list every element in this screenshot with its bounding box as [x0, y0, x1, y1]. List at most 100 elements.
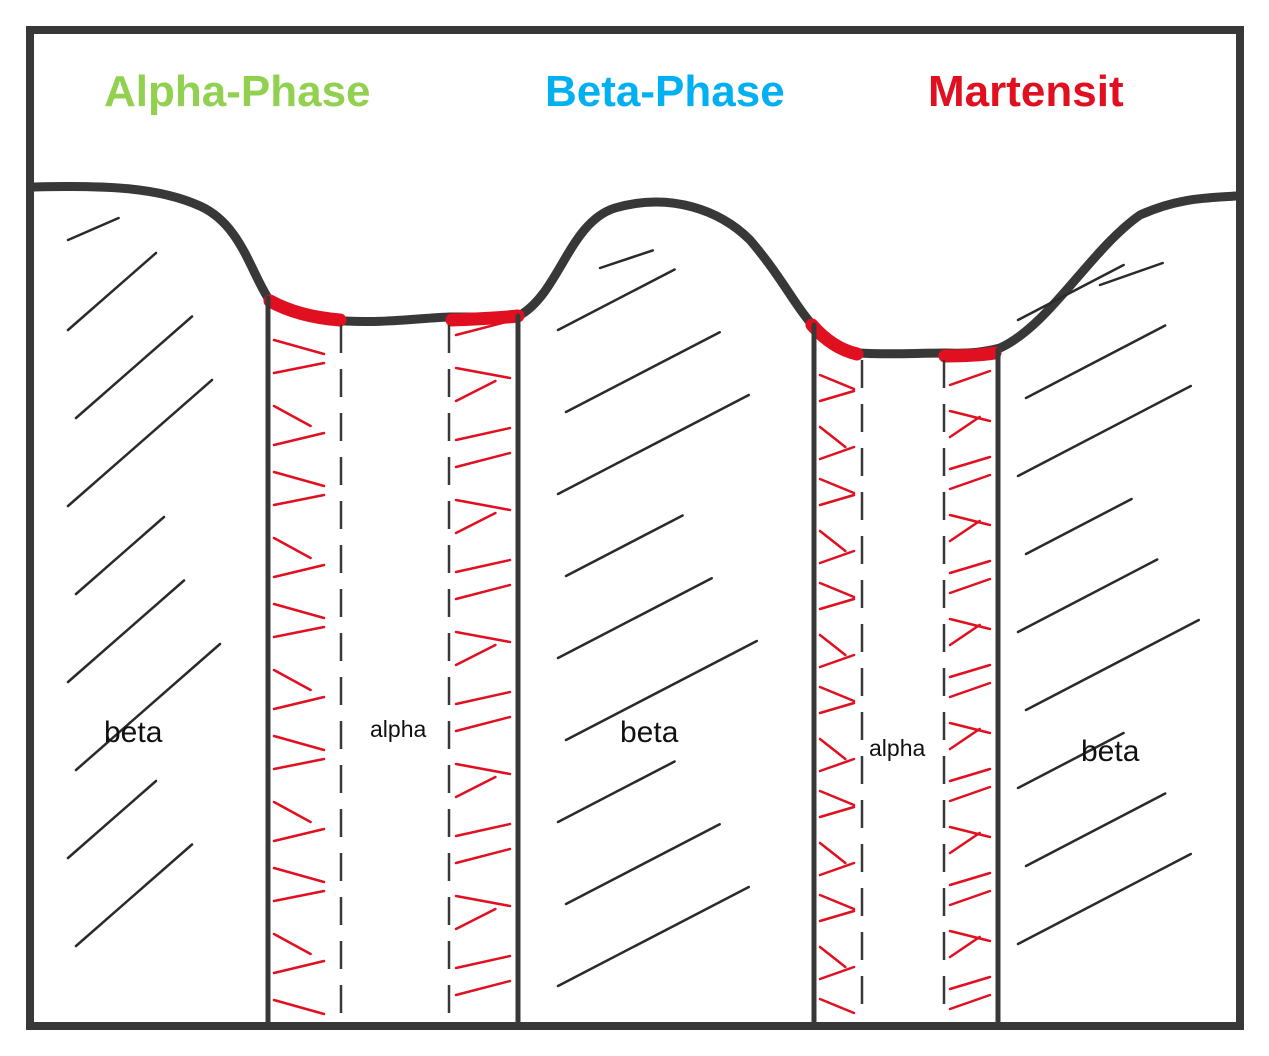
martensite-needle: [818, 965, 856, 981]
martensite-needle: [948, 663, 992, 679]
martensite-needle: [948, 889, 992, 907]
martensite-needle: [818, 861, 856, 877]
martensite-needle: [818, 373, 856, 391]
martensite-interfaces: [339, 325, 946, 1020]
hatch-line: [74, 315, 194, 420]
hatch-line: [1024, 618, 1201, 712]
hatch-line: [564, 639, 759, 742]
martensite-needle: [454, 822, 512, 838]
martensite-needle: [454, 762, 512, 776]
hatch-line: [564, 514, 684, 578]
martensite-needle: [454, 894, 512, 908]
martensite-needle: [272, 668, 312, 692]
hatch-line: [66, 378, 214, 508]
diagram-frame: [26, 26, 1244, 1030]
martensite-needle: [948, 519, 981, 543]
hatch-line: [556, 268, 676, 332]
martensite-needle: [272, 493, 326, 507]
martensite-needle: [818, 789, 856, 807]
martensite-needle: [818, 389, 856, 403]
martensite-needle: [272, 800, 312, 824]
hatch-line: [74, 642, 222, 772]
hatch-line: [66, 779, 158, 860]
hatch-line: [556, 577, 713, 660]
hatch-line: [1016, 263, 1125, 322]
martensite-needle: [272, 959, 326, 975]
martensite-needle: [272, 361, 326, 375]
legend-beta-phase: Beta-Phase: [545, 67, 785, 116]
martensite-needle: [818, 597, 856, 611]
martensite-needle: [948, 767, 992, 783]
martensite-needle: [454, 583, 512, 601]
martensite-needle: [818, 581, 856, 599]
martensite-needle: [948, 975, 992, 991]
martensite-needle: [818, 425, 847, 449]
martensite-needle: [948, 617, 992, 631]
hatch-line: [1016, 384, 1193, 478]
hatch-line: [1016, 558, 1159, 634]
martensite-needle: [272, 563, 326, 579]
martensite-needle: [272, 431, 326, 447]
hatch-line: [556, 885, 751, 988]
martensite-needle: [272, 536, 312, 560]
martensite-needle: [454, 451, 512, 469]
martensite-needle: [818, 477, 856, 495]
label-beta-right: beta: [1081, 735, 1140, 768]
legend-alpha-phase: Alpha-Phase: [104, 67, 371, 116]
beta-hatching-left: [66, 216, 222, 948]
martensite-needle: [454, 775, 497, 799]
martensite-needle: [948, 871, 992, 887]
beta-hatching-middle: [556, 249, 759, 988]
label-beta-middle: beta: [620, 716, 679, 749]
martensite-needle: [818, 633, 847, 657]
hatch-line: [1024, 792, 1167, 868]
martensite-needle: [948, 825, 992, 839]
martensite-needle: [948, 369, 992, 387]
hatch-line: [74, 843, 194, 948]
martensite-needle: [272, 625, 326, 639]
martensite-needles-band-2-right: [948, 369, 992, 1011]
martensite-needle: [818, 653, 856, 669]
martensite-needles-band-1-left: [272, 338, 326, 1016]
martensite-needle: [818, 445, 856, 461]
martensite-needle: [272, 998, 326, 1016]
martensite-needle: [948, 831, 981, 855]
martensite-needle: [948, 623, 981, 647]
hatch-line: [564, 823, 721, 906]
martensite-needle: [948, 727, 981, 751]
martensite-needle: [818, 549, 856, 565]
martensite-needles-band-1-right: [454, 319, 512, 997]
martensite-needle: [818, 685, 856, 703]
martensite-needle: [948, 577, 992, 595]
martensite-needles-band-2-left: [818, 373, 856, 1015]
martensite-needle: [948, 559, 992, 575]
martensite-needle: [454, 715, 512, 733]
martensite-needle: [948, 721, 992, 735]
martensite-surface-caps: [263, 294, 1002, 363]
martensite-needle: [454, 690, 512, 706]
hatch-line: [1098, 261, 1164, 287]
martensite-needle: [948, 681, 992, 699]
hatch-line: [564, 331, 721, 414]
hatch-line: [74, 515, 166, 596]
martensite-needle: [454, 511, 497, 535]
martensite-needle: [272, 695, 326, 711]
grain-boundaries: [265, 295, 1001, 1025]
surface-profile: [29, 181, 1241, 359]
martensite-needle: [272, 866, 326, 884]
martensite-needle: [948, 929, 992, 943]
hatch-line: [1016, 731, 1125, 790]
martensite-needle: [948, 935, 981, 959]
martensite-needle: [272, 889, 326, 903]
martensite-needle: [272, 470, 326, 488]
martensite-needle: [272, 602, 326, 620]
martensite-needle: [948, 785, 992, 803]
martensite-needle: [818, 493, 856, 507]
martensite-needle: [272, 734, 326, 752]
martensite-needle: [454, 498, 512, 512]
martensite-needle: [454, 643, 497, 667]
hatch-line: [556, 393, 751, 496]
label-beta-left: beta: [104, 716, 163, 749]
martensite-needle: [454, 979, 512, 997]
